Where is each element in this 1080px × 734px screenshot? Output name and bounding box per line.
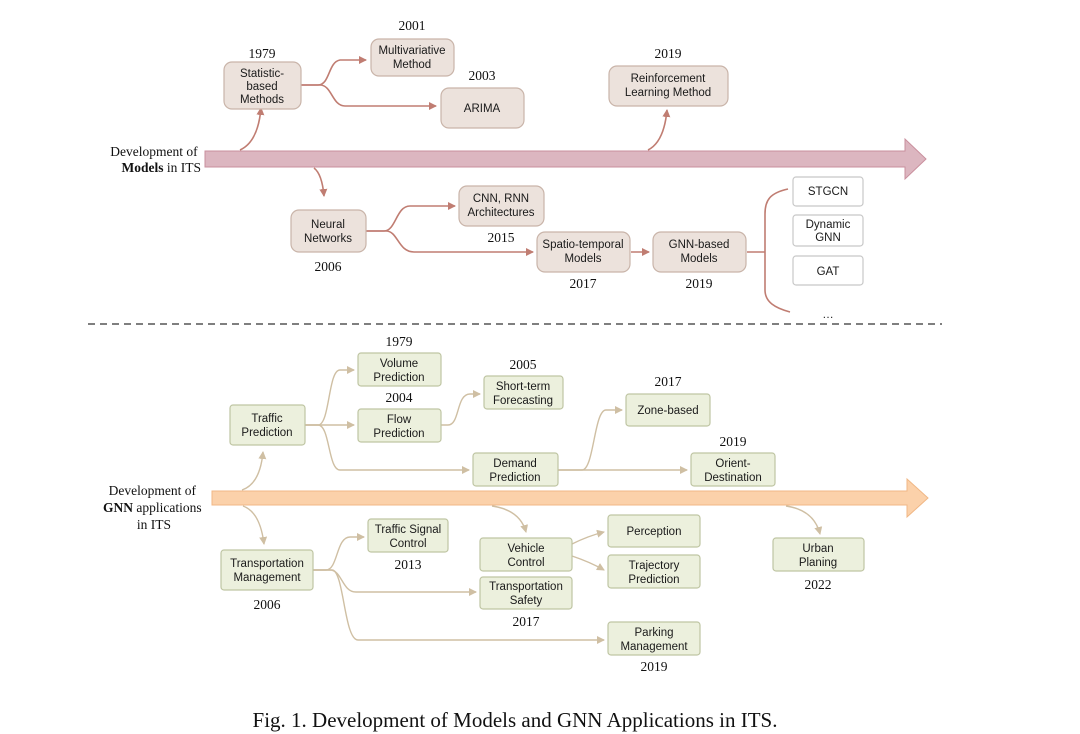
svg-text:Zone-based: Zone-based	[637, 405, 698, 417]
gnn-timeline-arrow	[211, 477, 929, 519]
arima-year: 2003	[469, 68, 496, 83]
orient-year: 2019	[720, 434, 747, 449]
volume-year: 1979	[386, 334, 413, 349]
models-timeline-arrow	[204, 137, 927, 181]
cnn-rnn-year: 2015	[488, 230, 515, 245]
transport-mgmt-year: 2006	[254, 597, 281, 612]
gnn-side-label: Development of GNN applications in ITS	[103, 483, 205, 532]
parking-year: 2019	[641, 659, 668, 674]
flow-year: 2004	[386, 390, 413, 405]
more-models-ellipsis: …	[822, 309, 834, 321]
arima-box: ARIMA	[440, 87, 525, 129]
zone-year: 2017	[655, 374, 682, 389]
perception-box: Perception	[607, 514, 701, 548]
svg-text:ARIMA: ARIMA	[464, 103, 501, 115]
svg-text:STGCN: STGCN	[808, 186, 848, 198]
svg-text:GAT: GAT	[817, 266, 840, 278]
urban-year: 2022	[805, 577, 832, 592]
gat-box: GAT	[792, 255, 864, 286]
multivariative-year: 2001	[399, 18, 426, 33]
safety-year: 2017	[513, 614, 540, 629]
models-side-label: Development of Models in ITS	[110, 144, 201, 175]
short-term-year: 2005	[510, 357, 537, 372]
zone-based-box: Zone-based	[625, 393, 711, 427]
gnn-connectors	[241, 366, 823, 644]
signal-year: 2013	[395, 557, 422, 572]
figure-caption: Fig. 1. Development of Models and GNN Ap…	[253, 708, 778, 732]
orient-destination-box: Orient-Destination	[690, 452, 776, 487]
svg-text:Perception: Perception	[627, 526, 682, 538]
reinforcement-year: 2019	[655, 46, 682, 61]
svg-text:Orient-Destination: Orient-Destination	[704, 458, 762, 484]
gnn-based-year: 2019	[686, 276, 713, 291]
stgcn-box: STGCN	[792, 176, 864, 207]
neural-year: 2006	[315, 259, 342, 274]
statistic-year: 1979	[249, 46, 276, 61]
models-connectors	[239, 56, 791, 313]
spatio-year: 2017	[570, 276, 597, 291]
